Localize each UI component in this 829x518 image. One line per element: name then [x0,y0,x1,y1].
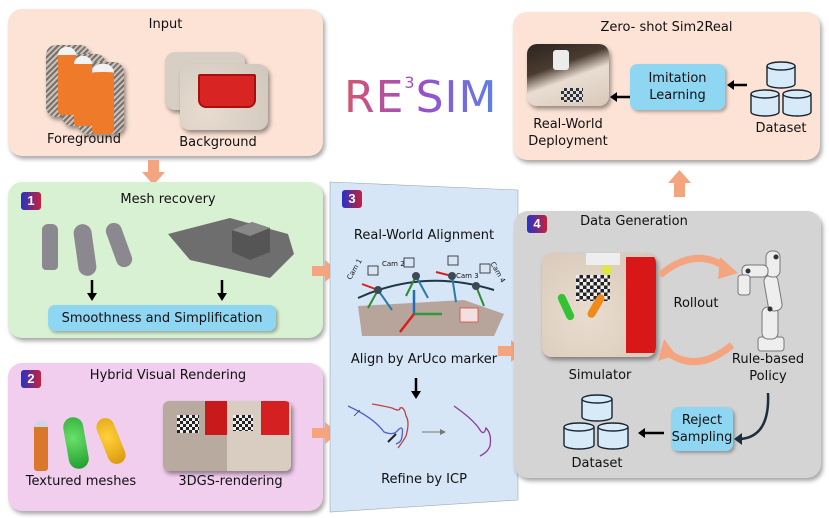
real-world-deployment-image [527,44,609,106]
alignment-panel-shape [329,181,519,513]
alignment-panel: 3 Real-World Alignment Cam 1 Cam 2 Cam 3… [330,182,520,514]
deployment-label: Real-World Deployment [513,116,623,150]
background-label: Background [179,135,257,150]
arrow-reject-to-dataset [638,428,664,438]
gs-checker-marker [177,415,199,433]
basket-icon [198,74,256,108]
bottle-icon [58,47,76,115]
flow-arrow-datagen-to-zero-shot [668,170,691,197]
input-panel: Input Foreground Background [8,9,323,156]
sim-red-basket [626,257,656,353]
scene-mesh-icon [168,218,294,278]
imitation-learning-box: Imitation Learning [630,64,725,110]
flow-arrow-input-to-mesh [142,160,165,185]
reject-sampling-box: Reject Sampling [671,407,733,451]
imitation-line2: Learning [649,88,706,103]
textured-cucumber-icon [61,415,91,471]
input-title: Input [148,17,183,32]
imitation-line1: Imitation [648,71,707,86]
arrow-dataset-to-imitation [727,80,747,90]
checker-marker [561,88,583,102]
zero-shot-panel: Zero- shot Sim2Real Imitation Learning R… [513,12,820,160]
policy-to-reject-arrow [734,392,770,445]
gs-rendering-image [163,401,291,471]
dataset-icon [750,61,812,117]
rollout-cycle-arrows [657,254,738,366]
bottle-icon [74,56,92,126]
arrow-imitation-to-deployment [610,92,630,102]
rollout-label: Rollout [673,296,719,311]
down-arrow-scene-mesh [217,280,227,301]
icp-refine-label: Refine by ICP [381,472,467,487]
gs-rendering-label: 3DGS-rendering [178,474,283,489]
logo: RE3SIM [344,58,497,123]
sim-ball [602,265,612,275]
logo-prefix: RE [344,72,405,123]
hybrid-rendering-title: Hybrid Visual Rendering [89,368,247,383]
gs-basket [261,401,289,435]
datagen-dataset-label: Dataset [571,456,623,471]
textured-corn-icon [93,415,129,467]
alignment-title: Real-World Alignment [353,228,495,243]
step-badge-1: 1 [21,192,41,210]
sim-gripper [586,253,620,265]
down-arrow-small-meshes [87,280,97,301]
deployment-line2: Deployment [528,134,608,149]
camera-label-4: Cam 4 [489,261,508,285]
cucumber-mesh-icon [72,223,98,277]
textured-bottle-icon [34,421,48,471]
logo-suffix: SIM [415,72,498,123]
data-generation-panel: 4 Data Generation Rollout Simulator Rule… [514,211,821,478]
step-badge-2: 2 [21,370,41,388]
sim-cucumber [556,292,576,322]
background-image-front [180,64,268,130]
mesh-recovery-title: Mesh recovery [120,192,216,207]
policy-line1: Rule-based [731,352,805,367]
bottle-mesh-icon [42,224,58,270]
camera-label-2: Cam 2 [382,260,405,268]
hybrid-rendering-panel: 2 Hybrid Visual Rendering Textured meshe… [8,363,323,511]
datagen-dataset-icon [563,394,629,450]
zero-shot-dataset-label: Dataset [755,121,807,136]
zero-shot-title: Zero- shot Sim2Real [600,20,733,35]
aruco-alignment-label: Align by ArUco marker [350,352,498,367]
step-badge-4: 4 [527,215,547,233]
simulator-image [542,253,656,357]
rule-based-policy-label: Rule-based Policy [720,351,816,385]
down-arrow-aruco-to-icp [411,378,421,399]
simulator-label: Simulator [568,368,632,383]
mesh-recovery-panel: 1 Mesh recovery Smoothness and Simplific… [8,182,323,338]
camera-label-3: Cam 3 [456,272,479,280]
logo-superscript: 3 [404,73,416,92]
data-generation-title: Data Generation [580,214,688,229]
corn-mesh-icon [103,220,135,270]
reject-line1: Reject [681,413,723,428]
reject-line2: Sampling [671,430,733,445]
multi-camera-rig-diagram: Cam 1 Cam 2 Cam 3 Cam 4 [346,255,508,336]
policy-line2: Policy [749,369,787,384]
camera-label-1: Cam 1 [346,258,364,282]
icp-curves-diagram [347,403,492,457]
foreground-label: Foreground [46,132,122,147]
gs-checker-marker [233,415,253,431]
robot-arm-icon [737,250,785,352]
deployment-line1: Real-World [533,117,603,132]
gs-basket [205,401,227,435]
step-badge-3: 3 [342,190,362,208]
smoothness-simplification-box: Smoothness and Simplification [48,305,276,331]
robot-gripper-icon [553,50,569,70]
bottle-icon [92,64,114,134]
textured-meshes-label: Textured meshes [25,474,137,489]
